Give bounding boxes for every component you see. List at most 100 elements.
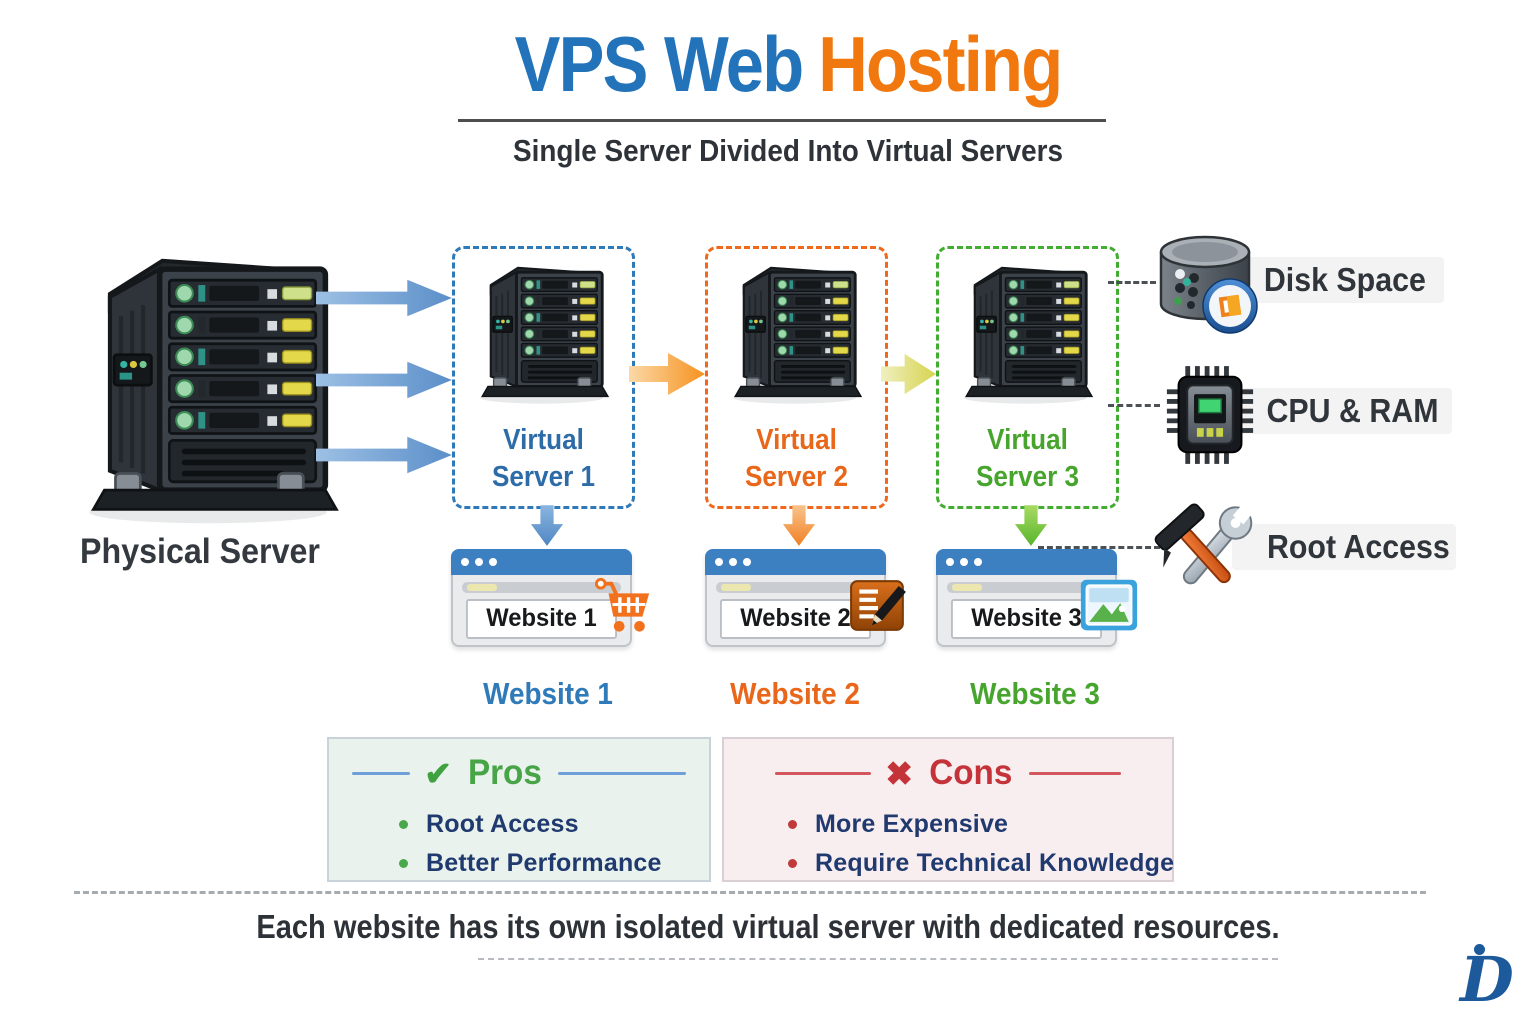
shopping-cart-icon <box>594 577 650 632</box>
server-icon <box>465 255 618 405</box>
vs2-label-line1: Virtual <box>756 424 837 456</box>
pros-list: Root Access Better Performance <box>329 805 709 883</box>
server-icon <box>949 255 1102 405</box>
physical-server-illustration <box>66 236 350 526</box>
window-dot-icon <box>489 558 497 566</box>
list-item: Better Performance <box>399 844 709 883</box>
pros-header: ✔ Pros <box>329 753 709 793</box>
cross-icon: ✖ <box>885 754 914 792</box>
subtitle: Single Server Divided Into Virtual Serve… <box>513 133 1063 168</box>
resource-band-cpu-ram: CPU & RAM <box>1226 388 1452 434</box>
connector-dashed-disk <box>1108 281 1156 284</box>
check-icon: ✔ <box>424 754 452 792</box>
website-1-window: Website 1 <box>451 549 650 647</box>
vs3-label-line2: Server 3 <box>975 461 1080 493</box>
bullet-dot-icon <box>399 859 408 868</box>
virtual-server-3-label: Virtual Server 3 <box>948 422 1107 496</box>
down-arrow-green <box>1014 505 1048 546</box>
cpu-chip-icon <box>1166 366 1254 464</box>
bullet-dot-icon <box>788 859 797 868</box>
virtual-server-1-label: Virtual Server 1 <box>464 422 623 496</box>
pros-item-2: Better Performance <box>426 849 662 877</box>
logo-dot-icon <box>1474 944 1485 955</box>
cons-header-line-right <box>1028 771 1121 775</box>
dashed-divider-top <box>74 891 1426 894</box>
logo-letter: D <box>1460 943 1514 1016</box>
window-dot-icon <box>475 558 483 566</box>
pros-header-line-left <box>352 771 411 775</box>
footer-note: Each website has its own isolated virtua… <box>256 908 1280 945</box>
bullet-dot-icon <box>788 820 797 829</box>
disk-space-label: Disk Space <box>1263 261 1426 298</box>
pros-item-1: Root Access <box>426 810 579 838</box>
connector-dashed-cpu <box>1108 404 1160 407</box>
down-arrow-orange <box>782 505 816 546</box>
website-1-window-title: Website 1 <box>465 599 618 639</box>
virtual-server-2-box: Virtual Server 2 <box>705 246 888 509</box>
window-dot-icon <box>729 558 737 566</box>
website-2-caption: Website 2 <box>730 676 860 711</box>
down-arrow-blue <box>530 505 564 546</box>
website-3-window: Website 3 <box>936 549 1138 647</box>
window-dot-icon <box>974 558 982 566</box>
virtual-server-1-box: Virtual Server 1 <box>452 246 635 509</box>
root-access-label: Root Access <box>1266 528 1450 565</box>
brand-logo: D <box>1452 944 1516 1016</box>
image-photo-icon <box>1080 579 1138 631</box>
vs2-label-line2: Server 2 <box>744 461 849 493</box>
pros-panel: ✔ Pros Root Access Better Performance <box>327 737 711 882</box>
flow-arrow-blue-2 <box>316 361 452 399</box>
cons-header-line-left <box>775 771 872 775</box>
hammer-wrench-icon <box>1154 503 1254 585</box>
title-divider-line <box>458 119 1106 122</box>
flow-arrow-blue-3 <box>316 436 452 474</box>
pros-header-line-right <box>557 771 686 775</box>
bullet-dot-icon <box>399 820 408 829</box>
virtual-server-2-label: Virtual Server 2 <box>717 422 876 496</box>
resource-band-root-access: Root Access <box>1232 524 1456 570</box>
virtual-server-3-box: Virtual Server 3 <box>936 246 1119 509</box>
title-part-orange: Hosting <box>818 20 1063 108</box>
website-2-window: Website 2 <box>705 549 906 647</box>
list-item: Root Access <box>399 805 709 844</box>
database-disk-icon <box>1159 235 1258 334</box>
cons-header: ✖ Cons <box>724 753 1172 793</box>
window-dot-icon <box>743 558 751 566</box>
list-item: More Expensive <box>788 805 1172 844</box>
document-pencil-icon <box>850 580 906 631</box>
physical-server-label: Physical Server <box>80 532 320 571</box>
browser-address-bar <box>716 582 875 593</box>
cons-title: Cons <box>929 753 1013 792</box>
cons-item-1: More Expensive <box>815 810 1009 838</box>
cpu-ram-label: CPU & RAM <box>1266 392 1439 429</box>
cons-item-2: Require Technical Knowledge <box>815 849 1175 877</box>
window-dot-icon <box>946 558 954 566</box>
flow-arrow-orange <box>629 353 706 395</box>
vs3-label-line1: Virtual <box>987 424 1068 456</box>
vs1-label-line1: Virtual <box>503 424 584 456</box>
cons-panel: ✖ Cons More Expensive Require Technical … <box>722 737 1174 882</box>
window-dot-icon <box>461 558 469 566</box>
website-3-caption: Website 3 <box>970 676 1100 711</box>
browser-titlebar <box>451 549 632 575</box>
website-3-window-title: Website 3 <box>950 599 1103 639</box>
browser-address-bar <box>462 582 621 593</box>
cons-list: More Expensive Require Technical Knowled… <box>724 805 1175 883</box>
connector-dashed-root <box>1038 546 1160 549</box>
website-1-caption: Website 1 <box>483 676 613 711</box>
browser-titlebar <box>705 549 886 575</box>
pros-title: Pros <box>467 753 542 792</box>
window-dot-icon <box>960 558 968 566</box>
website-2-window-title: Website 2 <box>719 599 872 639</box>
browser-titlebar <box>936 549 1117 575</box>
browser-address-bar <box>947 582 1106 593</box>
flow-arrow-blue-1 <box>316 279 452 317</box>
server-icon <box>718 255 871 405</box>
dashed-divider-bottom <box>478 958 1278 960</box>
window-dot-icon <box>715 558 723 566</box>
flow-arrow-yellow <box>881 353 937 395</box>
title-part-blue: VPS Web <box>514 20 805 108</box>
list-item: Require Technical Knowledge <box>788 844 1175 883</box>
